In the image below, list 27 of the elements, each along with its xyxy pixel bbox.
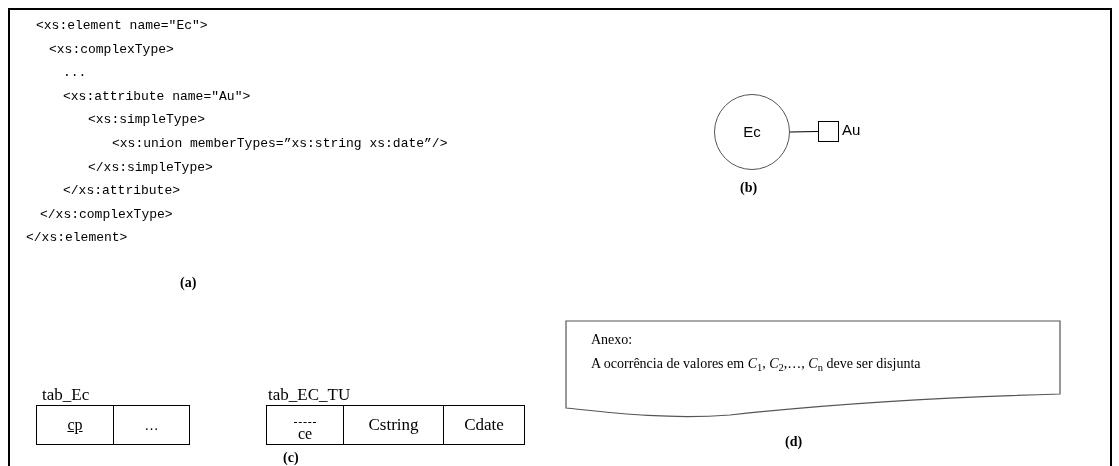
code-line: <xs:complexType> (49, 41, 174, 58)
subfigure-label: (c) (283, 449, 299, 466)
column: Cstring (344, 406, 444, 444)
subfigure-label: (d) (785, 433, 803, 451)
code-line: </xs:complexType> (40, 206, 173, 223)
column: … (114, 406, 189, 444)
table-name: tab_EC_TU (268, 385, 351, 405)
connector-line (789, 130, 819, 133)
code-line: <xs:union memberTypes=”xs:string xs:date”/> (112, 136, 448, 152)
code-line: </xs:simpleType> (88, 159, 213, 176)
column: ce (297, 425, 313, 443)
code-line: <xs:attribute name="Au"> (63, 88, 251, 105)
note-text: A ocorrência de valores em C$_{1}$, C$_{2}$,…, C$_{n}$ deve ser disjunta (591, 355, 922, 375)
subfigure-label: (b) (740, 179, 758, 197)
subfigure-label: (a) (180, 274, 197, 292)
code-line: </xs:element> (26, 230, 128, 247)
code-line: <xs:simpleType> (88, 112, 206, 129)
code-line: <xs:element name="Ec"> (36, 18, 208, 34)
note-text: Anexo: (591, 331, 634, 349)
column: Cdate (444, 406, 524, 444)
attribute-label: Au (842, 121, 861, 139)
code-line: ... (63, 65, 87, 82)
attribute-square (818, 121, 839, 142)
circle-label: Ec (743, 121, 761, 142)
table-name: tab_Ec (42, 385, 90, 405)
key-column: cp (37, 406, 114, 444)
code-line: </xs:attribute> (63, 183, 181, 200)
